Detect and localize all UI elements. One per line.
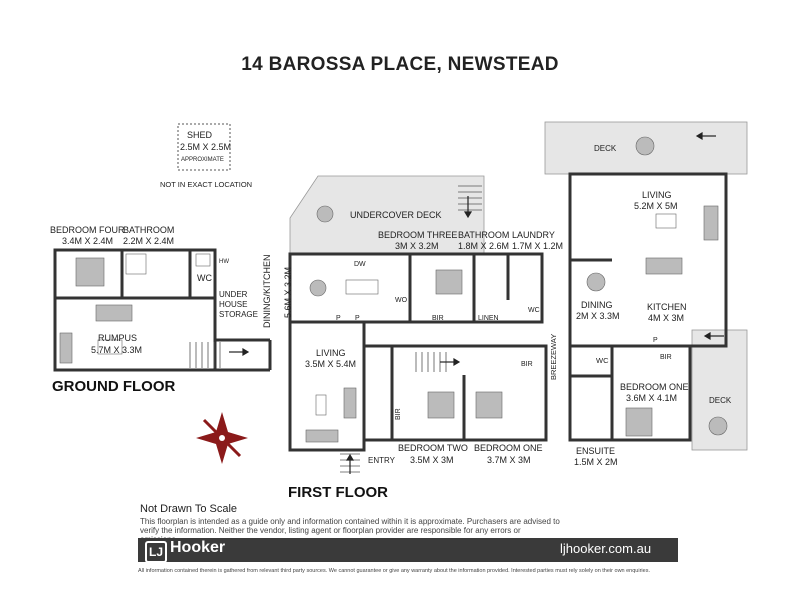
ground-bathroom-size: 2.2M X 2.4M [123, 236, 175, 246]
first-bathroom-size: 1.8M X 2.6M [458, 241, 510, 251]
linen-label: LINEN [478, 315, 499, 322]
kitchen-name: KITCHEN [647, 302, 687, 312]
bir-label-2: BIR [521, 361, 533, 368]
brand-name: Hooker [170, 539, 226, 556]
bedroom-one-left-name: BEDROOM ONE [474, 443, 543, 453]
brand-url[interactable]: ljhooker.com.au [560, 541, 652, 556]
ensuite-name: ENSUITE [576, 446, 616, 456]
compass-icon [196, 412, 248, 464]
laundry-name: LAUNDRY [512, 230, 555, 240]
bir-label-1: BIR [432, 315, 444, 322]
storage-label: UNDER HOUSE STORAGE [219, 290, 258, 319]
deck-top-label: DECK [594, 144, 617, 153]
first-wc-label: WC [528, 307, 540, 314]
bedroom-two-size: 3.5M X 3M [410, 455, 454, 465]
entry-label: ENTRY [368, 456, 395, 465]
shed-approximate: APPROXIMATE [181, 157, 224, 163]
bedroom-three-size: 3M X 3.2M [395, 241, 439, 251]
kitchen-size: 4M X 3M [648, 313, 685, 323]
shed-name: SHED [187, 130, 213, 140]
first-floor-label: FIRST FLOOR [288, 484, 388, 501]
deck-right-label: DECK [709, 396, 732, 405]
ground-floor-walls [53, 248, 272, 372]
shed-outline [177, 123, 231, 171]
deck-areas [289, 121, 748, 451]
first-floor-furniture [305, 136, 728, 443]
shed-location-note: NOT IN EXACT LOCATION [160, 180, 253, 189]
first-bathroom-name: BATHROOM [458, 230, 510, 240]
first-floor-walls [288, 172, 728, 452]
bedroom-one-right-name: BEDROOM ONE [620, 382, 689, 392]
ensuite-wc-label: WC [596, 356, 609, 365]
footer-disclaimer: All information contained therein is gat… [138, 568, 650, 574]
pantry-label-2: P [355, 315, 360, 322]
dining-kitchen-size: 5.6M X 3.2M [283, 266, 293, 318]
bedroom-one-right-size: 3.6M X 4.1M [626, 393, 678, 403]
shed-size: 2.5M X 2.5M [180, 142, 232, 152]
deck-right-area [691, 329, 748, 451]
ground-floor-stairs [189, 342, 221, 368]
ground-wc-label: WC [197, 273, 212, 283]
wo-label: WO [395, 297, 408, 304]
dw-label: DW [354, 261, 366, 268]
kitchen-pantry-label: P [653, 337, 658, 344]
dining-name: DINING [581, 300, 613, 310]
direction-arrows [229, 131, 724, 474]
undercover-deck-label: UNDERCOVER DECK [350, 210, 442, 220]
pantry-label-1: P [336, 315, 341, 322]
rumpus-size: 5.7M X 3.3M [91, 345, 143, 355]
hw-label: HW [219, 259, 229, 265]
ground-floor-furniture [59, 253, 211, 364]
bedroom-four-size: 3.4M X 2.4M [62, 236, 114, 246]
living-right-name: LIVING [642, 190, 672, 200]
not-to-scale-note: Not Drawn To Scale [140, 503, 238, 515]
bir-label-4: BIR [660, 354, 672, 361]
bir-label-3: BIR [395, 408, 402, 420]
ground-bathroom-name: BATHROOM [123, 225, 175, 235]
living-right-size: 5.2M X 5M [634, 201, 678, 211]
dining-size: 2M X 3.3M [576, 311, 620, 321]
dining-kitchen-name: DINING/KITCHEN [262, 254, 272, 328]
breezeway-label: BREEZEWAY [549, 333, 558, 380]
brand-bar [138, 538, 678, 562]
page-title: 14 BAROSSA PLACE, NEWSTEAD [241, 54, 559, 75]
bedroom-three-name: BEDROOM THREE [378, 230, 458, 240]
lj-logo-icon: LJ [145, 541, 167, 563]
bedroom-four-name: BEDROOM FOUR [50, 225, 125, 235]
living-left-size: 3.5M X 5.4M [305, 359, 357, 369]
ensuite-size: 1.5M X 2M [574, 457, 618, 467]
laundry-size: 1.7M X 1.2M [512, 241, 564, 251]
ground-floor-label: GROUND FLOOR [52, 378, 176, 395]
living-left-name: LIVING [316, 348, 346, 358]
bedroom-two-name: BEDROOM TWO [398, 443, 468, 453]
rumpus-name: RUMPUS [98, 333, 138, 343]
bedroom-one-left-size: 3.7M X 3M [487, 455, 531, 465]
